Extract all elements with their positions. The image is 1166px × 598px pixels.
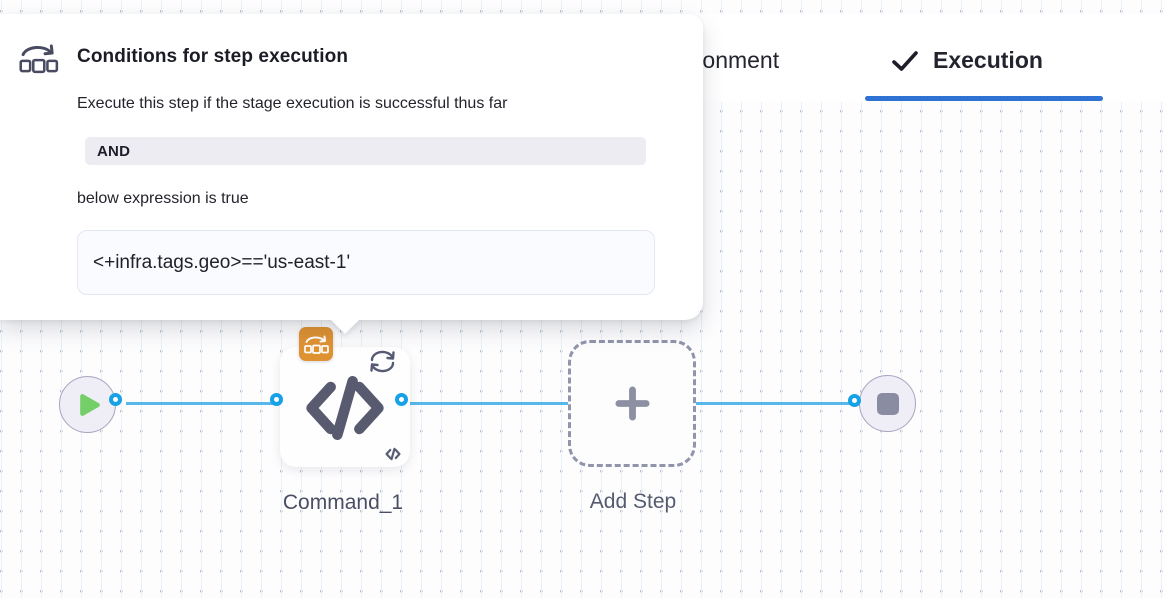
popover-title: Conditions for step execution: [77, 46, 349, 67]
expression-value: <+infra.tags.geo>=='us-east-1': [93, 251, 351, 273]
operator-chip: AND: [85, 137, 646, 165]
add-step-button[interactable]: [568, 340, 696, 467]
conditions-popover: Conditions for step execution Execute th…: [0, 14, 703, 334]
expression-box: <+infra.tags.geo>=='us-east-1': [77, 230, 655, 295]
port-command-in[interactable]: [270, 393, 283, 406]
code-icon: [306, 375, 384, 441]
conditional-execution-icon: [304, 335, 329, 354]
tab-execution-label: Execution: [933, 47, 1043, 73]
check-icon: [892, 50, 918, 71]
add-step-label: Add Step: [589, 490, 677, 513]
step-card-command[interactable]: [280, 327, 410, 467]
loop-icon: [370, 350, 395, 373]
conditional-execution-icon: [19, 44, 59, 74]
expression-label: below expression is true: [77, 190, 249, 207]
port-command-out[interactable]: [395, 393, 408, 406]
conditional-execution-badge[interactable]: [299, 327, 333, 361]
code-mini-icon: [385, 447, 401, 461]
play-icon: [79, 393, 100, 416]
port-start-out[interactable]: [109, 393, 122, 406]
port-end-in[interactable]: [848, 394, 861, 407]
active-tab-underline: [865, 96, 1103, 101]
step-label-command: Command_1: [282, 491, 404, 514]
pipeline-end-node[interactable]: [859, 375, 916, 432]
pipeline-start-node[interactable]: [59, 376, 116, 433]
pipeline-edge: [126, 402, 854, 405]
popover-caret: [330, 319, 360, 334]
operator-chip-label: AND: [97, 142, 131, 160]
plus-icon: [614, 386, 650, 421]
popover-description: Execute this step if the stage execution…: [77, 95, 508, 112]
tab-execution[interactable]: Execution: [890, 47, 1043, 74]
stop-icon: [876, 392, 899, 415]
